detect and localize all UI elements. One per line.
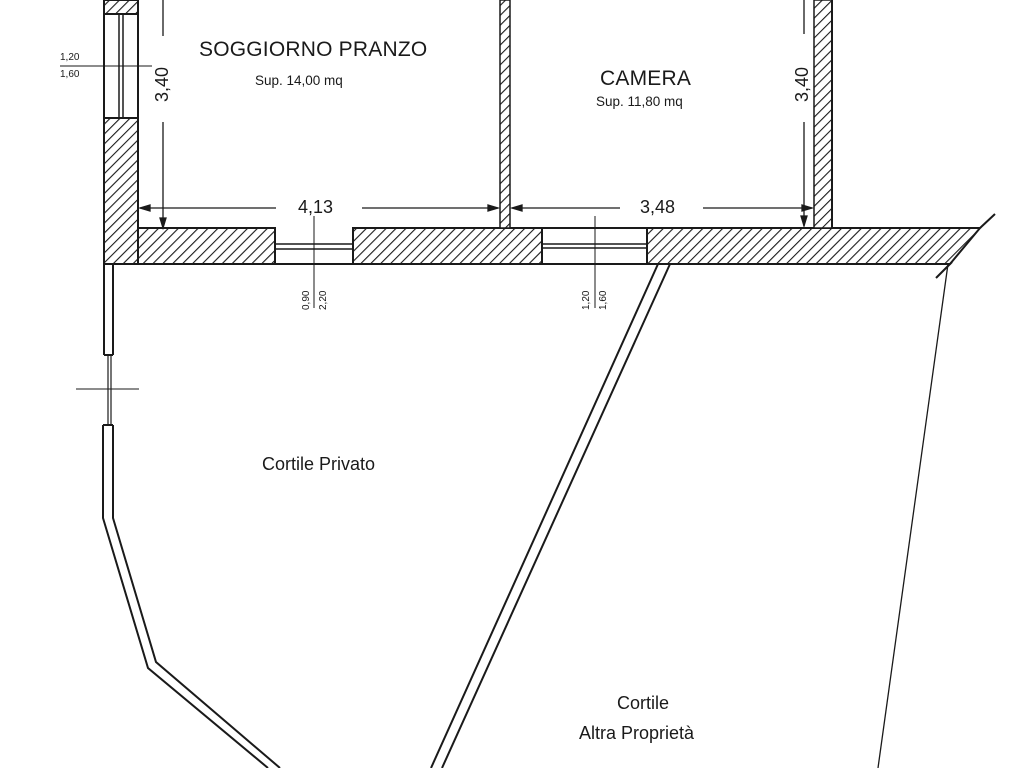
room-name-camera: CAMERA [600, 67, 692, 90]
left-window-height: 1,60 [60, 69, 80, 80]
bottom-wall [137, 213, 996, 279]
door-opening [275, 216, 353, 308]
camera-window-height: 1,60 [598, 290, 609, 310]
dimension-soggiorno-width: 4,13 [298, 197, 334, 217]
room-area-camera: Sup. 11,80 mq [596, 94, 683, 109]
dimension-soggiorno-depth: 3,40 [152, 66, 172, 102]
partition-wall [499, 0, 511, 229]
door-height: 2,20 [318, 290, 329, 310]
dimension-camera-width: 3,48 [640, 197, 676, 217]
private-yard-label: Cortile Privato [262, 454, 376, 474]
dimension-camera-depth: 3,40 [792, 66, 812, 102]
right-wall [813, 0, 833, 229]
private-yard-boundary [76, 264, 281, 768]
other-yard-label-line1: Cortile [617, 693, 670, 713]
room-area-soggiorno: Sup. 14,00 mq [255, 73, 343, 88]
dimension-lines [137, 0, 815, 231]
left-window-width: 1,20 [60, 52, 80, 63]
yard-dividing-wall [430, 263, 671, 768]
door-width: 0,90 [301, 290, 312, 310]
left-wall [103, 0, 139, 265]
property-line [877, 263, 949, 768]
camera-window-width: 1,20 [581, 290, 592, 310]
left-window [60, 13, 152, 119]
room-name-soggiorno: SOGGIORNO PRANZO [199, 38, 428, 61]
camera-window [541, 216, 648, 308]
other-yard-label-line2: Altra Proprietà [579, 723, 695, 743]
